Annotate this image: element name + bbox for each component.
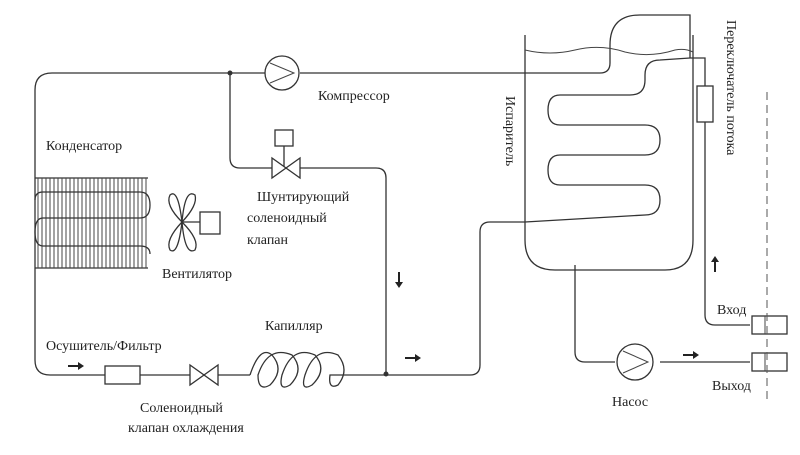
label-inlet: Вход	[717, 303, 746, 318]
arrow-right-icon	[683, 351, 699, 359]
label-pump: Насос	[612, 395, 648, 410]
label-cooling-valve-line2: клапан охлаждения	[128, 421, 244, 436]
label-fan: Вентилятор	[162, 267, 232, 282]
pump-symbol	[616, 343, 654, 381]
pipe-top-left	[34, 72, 265, 110]
fan-symbol	[168, 193, 221, 252]
label-capillary: Капилляр	[265, 319, 323, 334]
label-flow-switch: Переключатель потока	[723, 20, 738, 156]
label-drier-filter: Осушитель/Фильтр	[46, 339, 162, 354]
inlet-connector	[751, 315, 788, 335]
pipe-bypass-out	[300, 167, 387, 373]
label-outlet: Выход	[712, 379, 751, 394]
pipe-to-drier	[34, 300, 105, 376]
label-bypass-valve-line2: соленоидный	[247, 211, 327, 226]
pipe-capillary-to-evaporator	[350, 221, 525, 376]
evaporator-tank-symbol	[524, 35, 694, 271]
refrigerant-piping	[34, 14, 750, 377]
arrow-up-icon	[711, 256, 719, 272]
outlet-connector	[751, 352, 788, 372]
pipe-compressor-to-evaporator	[300, 14, 691, 74]
drier-filter-symbol	[104, 365, 141, 385]
flow-arrows	[68, 256, 719, 370]
pipe-bypass-in	[229, 73, 272, 169]
label-bypass-valve-line1: Шунтирующий	[257, 190, 350, 205]
arrow-right-icon	[68, 362, 84, 370]
arrow-right-icon	[405, 354, 421, 362]
junction-dot-bottom	[383, 371, 389, 377]
cooling-solenoid-valve-symbol	[189, 363, 219, 387]
bypass-solenoid-valve-symbol	[271, 129, 301, 180]
flow-switch-symbol	[696, 85, 714, 123]
label-compressor: Компрессор	[318, 89, 390, 104]
capillary-coil-symbol	[249, 351, 350, 388]
pipe-inlet-to-flowswitch	[704, 122, 750, 326]
pipe-flowswitch-top	[690, 57, 706, 92]
label-evaporator: Испаритель	[502, 96, 517, 166]
arrow-down-icon	[395, 272, 403, 288]
compressor-symbol	[264, 55, 300, 91]
label-condenser: Конденсатор	[46, 139, 122, 154]
junction-dot-top	[227, 70, 233, 76]
label-bypass-valve-line3: клапан	[247, 233, 289, 248]
condenser-symbol	[34, 177, 151, 269]
pipe-evaporator-to-pump	[574, 265, 615, 363]
label-cooling-valve-line1: Соленоидный	[140, 401, 223, 416]
